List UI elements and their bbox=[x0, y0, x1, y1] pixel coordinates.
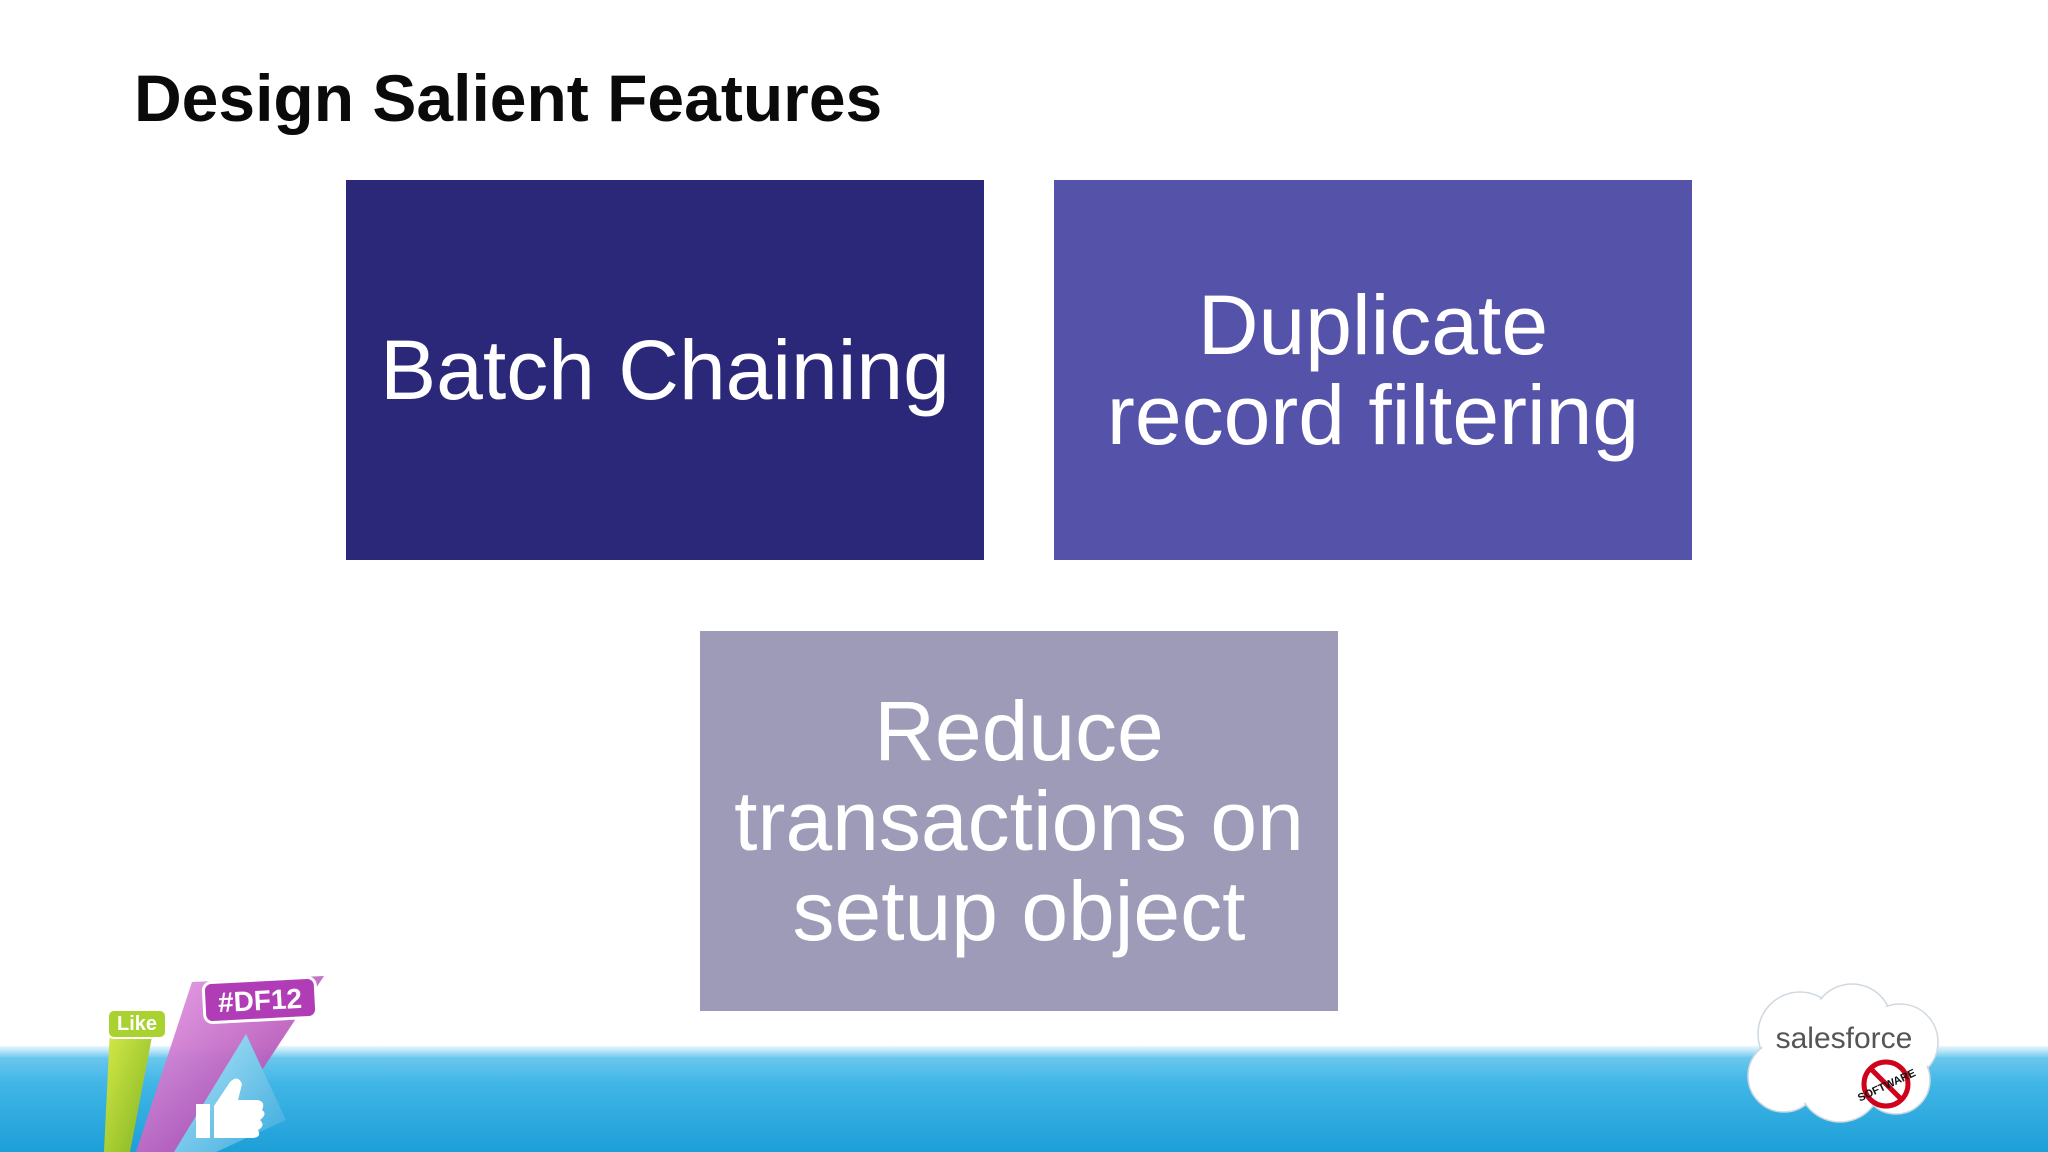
thumbs-up-icon bbox=[196, 1078, 265, 1138]
df12-logo: Like #DF12 bbox=[104, 976, 324, 1152]
feature-box-reduce-transactions: Reduce transactions on setup object bbox=[700, 631, 1338, 1011]
df12-hashtag: #DF12 bbox=[217, 983, 303, 1018]
like-label: Like bbox=[117, 1013, 157, 1035]
salesforce-logo: salesforce SOFTWARE bbox=[1747, 983, 1939, 1123]
salesforce-brand: salesforce bbox=[1776, 1022, 1913, 1055]
footer-band bbox=[0, 1046, 2048, 1152]
feature-box-duplicate-filtering: Duplicate record filtering bbox=[1054, 180, 1692, 560]
page-title: Design Salient Features bbox=[134, 61, 883, 135]
feature-box-batch-chaining: Batch Chaining bbox=[346, 180, 984, 560]
no-software-icon: SOFTWARE bbox=[1856, 1059, 1918, 1109]
